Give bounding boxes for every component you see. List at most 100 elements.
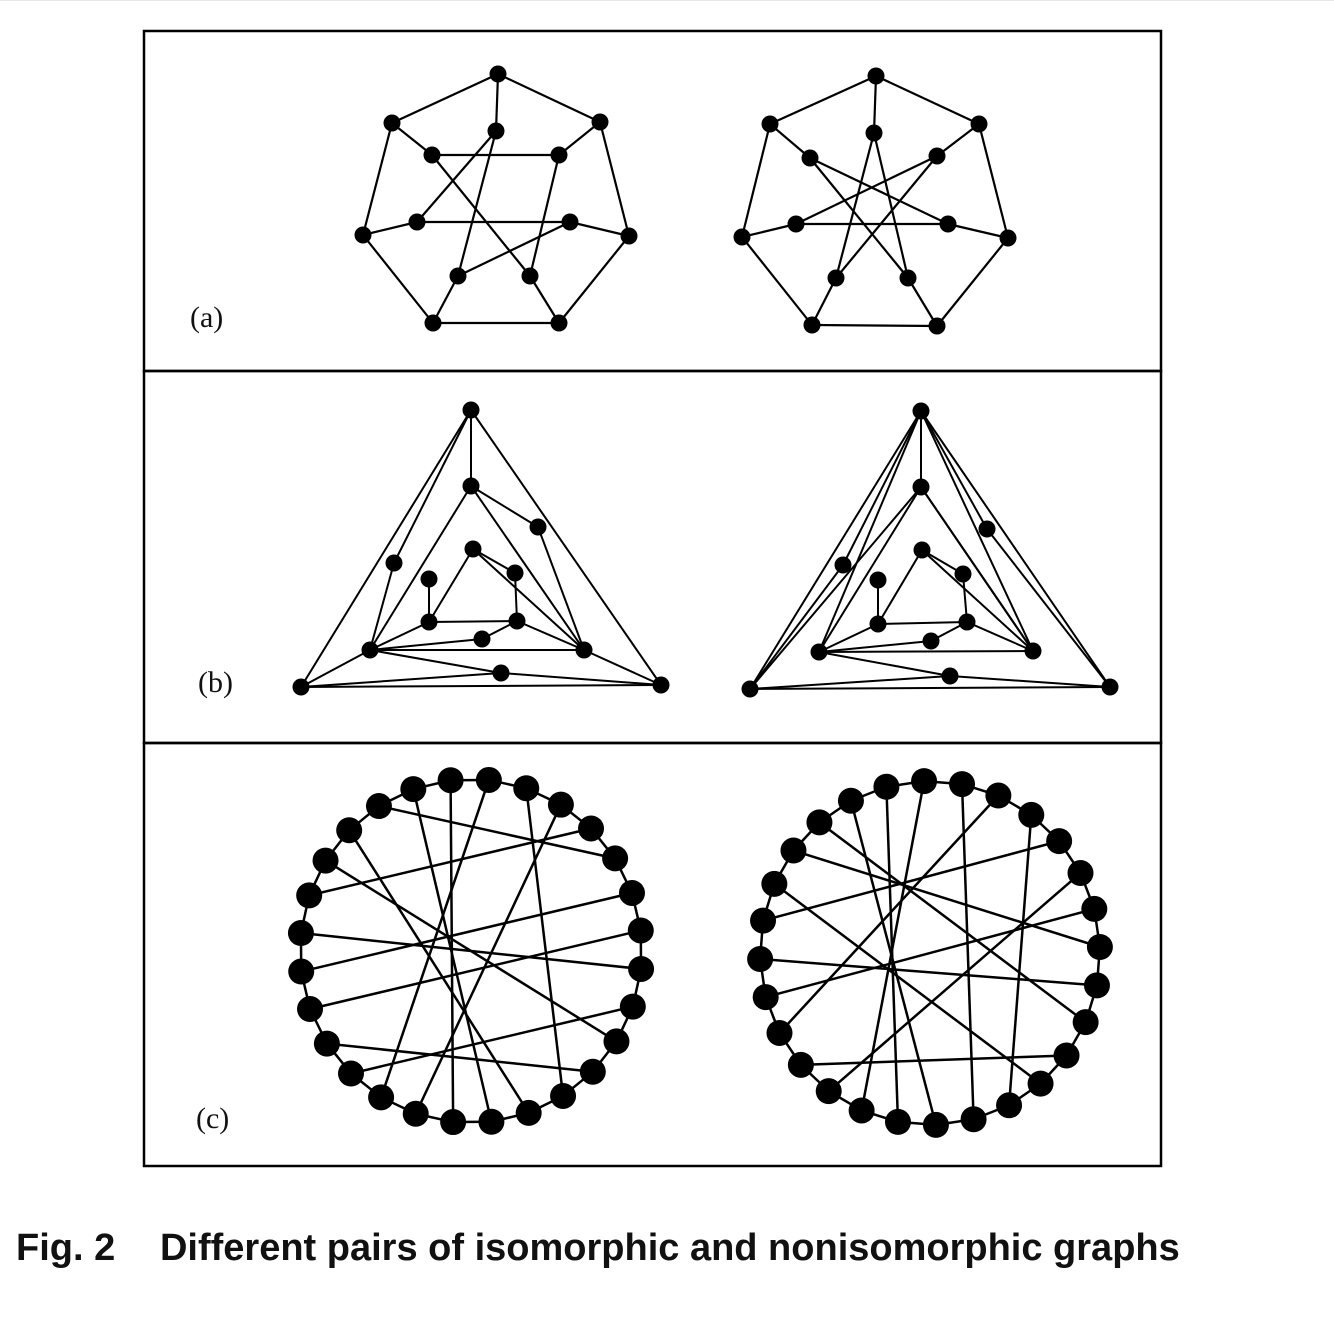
graph-edge bbox=[470, 485, 539, 528]
figure-caption: Fig. 2 Different pairs of isomorphic and… bbox=[16, 1224, 1292, 1272]
graph-vertex bbox=[628, 955, 655, 982]
graph-vertex bbox=[1053, 1042, 1080, 1069]
graph-vertex bbox=[999, 229, 1017, 247]
graph-edge bbox=[741, 236, 813, 326]
graph-edge bbox=[432, 275, 459, 324]
graph-edge bbox=[827, 872, 1082, 1093]
graph-vertex bbox=[960, 1106, 987, 1133]
graph-edge bbox=[949, 675, 1111, 688]
graph-vertex bbox=[620, 227, 638, 245]
graph-edge bbox=[449, 780, 455, 1123]
graph-edge bbox=[516, 620, 585, 651]
graph-vertex bbox=[336, 817, 363, 844]
graph-vertex bbox=[865, 124, 883, 142]
graph-edge bbox=[416, 130, 497, 223]
graph-edge bbox=[457, 221, 571, 277]
graph-edge bbox=[769, 74, 877, 126]
graph-edge bbox=[300, 672, 502, 688]
graph-edge bbox=[920, 486, 1034, 652]
graph-vertex bbox=[941, 667, 959, 685]
graph-vertex bbox=[424, 314, 442, 332]
graph-vertex bbox=[420, 570, 438, 588]
graph-vertex bbox=[996, 1092, 1023, 1119]
graph-edge bbox=[875, 75, 980, 125]
graph-vertex bbox=[827, 269, 845, 287]
graph-vertex bbox=[801, 149, 819, 167]
graph-edge bbox=[818, 486, 922, 653]
graph-edge bbox=[362, 234, 434, 324]
graph-vertex bbox=[899, 269, 917, 287]
graph-edge bbox=[369, 638, 483, 651]
graph-vertex bbox=[652, 676, 670, 694]
graph-edge bbox=[834, 132, 876, 279]
graph-edge bbox=[907, 277, 938, 327]
graph-vertex bbox=[603, 1028, 630, 1055]
graph-vertex bbox=[869, 615, 887, 633]
graph-edge bbox=[569, 220, 630, 238]
graph-vertex bbox=[766, 1019, 793, 1046]
graph-vertex bbox=[922, 1111, 949, 1138]
graph-vertex bbox=[579, 1058, 606, 1085]
graph-edge bbox=[947, 222, 1009, 240]
graph-edge bbox=[537, 526, 585, 651]
graph-vertex bbox=[521, 267, 539, 285]
graph-vertex bbox=[492, 664, 510, 682]
graph-edge bbox=[300, 891, 633, 973]
graph-vertex bbox=[1024, 642, 1042, 660]
graph-vertex bbox=[1101, 678, 1119, 696]
graph-edge bbox=[528, 154, 561, 277]
graph-vertex bbox=[803, 316, 821, 334]
graph-vertex bbox=[627, 917, 654, 944]
graph-vertex bbox=[733, 228, 751, 246]
graph-edge bbox=[369, 621, 430, 651]
graph-vertex bbox=[787, 215, 805, 233]
graph-edge bbox=[885, 786, 900, 1122]
panel-b-label: (b) bbox=[198, 666, 233, 699]
panel-frames bbox=[142, 29, 1163, 1168]
graph-vertex bbox=[361, 641, 379, 659]
graph-edge bbox=[921, 549, 1034, 652]
graph-edge bbox=[583, 649, 662, 686]
graph-vertex bbox=[296, 882, 323, 909]
graph-edge bbox=[793, 849, 1101, 949]
graph-edge bbox=[749, 486, 922, 690]
graph-vertex bbox=[402, 1100, 429, 1127]
graph-vertex bbox=[515, 1099, 542, 1126]
graph-edge bbox=[920, 410, 988, 530]
graph-edge bbox=[809, 157, 909, 279]
graph-edge bbox=[960, 784, 975, 1120]
graph-vertex bbox=[313, 1030, 340, 1057]
graph-edge bbox=[456, 130, 498, 277]
graph-edge bbox=[309, 929, 642, 1011]
graph-edge bbox=[818, 410, 922, 653]
graph-edge bbox=[778, 794, 1000, 1034]
graph-vertex bbox=[928, 147, 946, 165]
graph-vertex bbox=[618, 879, 645, 906]
graph-edge bbox=[818, 640, 932, 653]
top-rule bbox=[0, 0, 1334, 1]
graph-vertex bbox=[368, 1084, 395, 1111]
graph-edge bbox=[300, 684, 662, 688]
graph-vertex bbox=[575, 641, 593, 659]
graph-edge bbox=[558, 121, 601, 156]
graph-vertex bbox=[954, 565, 972, 583]
graph-vertex bbox=[288, 958, 315, 985]
graph-vertex bbox=[297, 996, 324, 1023]
graph-vertex bbox=[911, 768, 938, 795]
graph-vertex bbox=[750, 907, 777, 934]
graph-edge bbox=[431, 154, 531, 277]
graph-edge bbox=[872, 132, 910, 279]
graph-vertex bbox=[561, 213, 579, 231]
graph-edge bbox=[525, 788, 565, 1097]
graph-edge bbox=[818, 623, 879, 653]
graph-vertex bbox=[506, 564, 524, 582]
graph-edge bbox=[872, 75, 878, 134]
graph-edge bbox=[809, 157, 949, 225]
graph-vertex bbox=[287, 920, 314, 947]
graph-edge bbox=[749, 564, 844, 690]
graph-edge bbox=[369, 649, 502, 674]
graph-edge bbox=[977, 123, 1010, 239]
graph-vertex bbox=[1086, 933, 1113, 960]
graph-edge bbox=[414, 804, 563, 1115]
graph-edge bbox=[300, 649, 371, 688]
